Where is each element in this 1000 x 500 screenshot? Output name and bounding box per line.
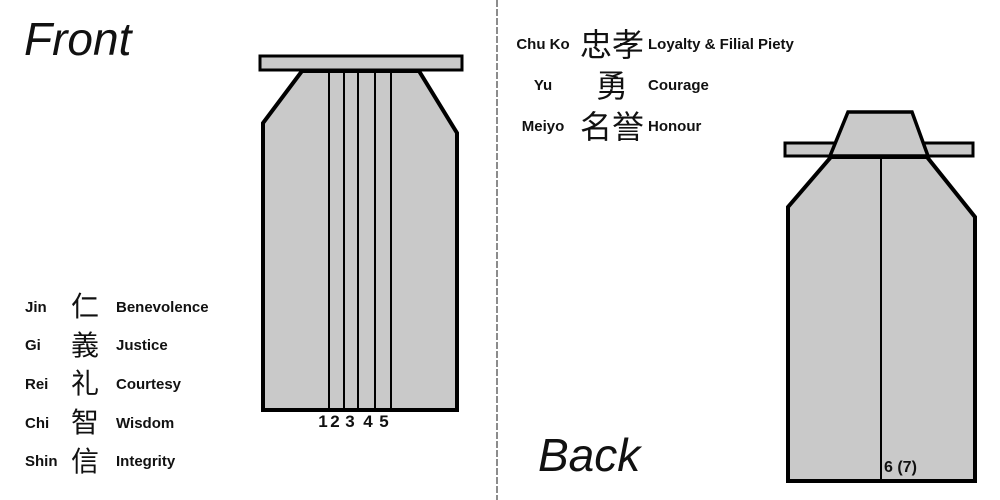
virtue-kanji: 忠孝 [579,26,644,63]
virtue-romaji: Gi [25,337,41,355]
virtue-meaning: Honour [648,118,702,135]
pleat-number-3: 3 [345,412,355,431]
front-virtue-list: Jin 仁 Benevolence Gi 義 Justice Rei 礼 Cou… [25,288,265,481]
virtue-kanji: 名誉 [579,108,644,145]
virtue-row-yu: Yu 勇 Courage [508,65,818,106]
back-pleat-label: 6 (7) [884,459,917,476]
virtue-kanji: 仁 [70,291,99,323]
virtue-row-meiyo: Meiyo 名誉 Honour [508,106,818,147]
hakama-front-drawing [258,54,464,412]
front-title: Front [24,13,132,65]
virtue-row-rei: Rei 礼 Courtesy [25,365,265,404]
virtue-kanji: 信 [70,445,99,477]
virtue-romaji: Meiyo [521,118,565,135]
pleat-number-1: 1 [318,412,328,431]
pleat-number-2: 2 [330,412,340,431]
pleat-number-5: 5 [379,412,389,431]
virtue-romaji: Yu [533,77,553,94]
virtue-row-jin: Jin 仁 Benevolence [25,288,265,327]
back-virtue-list: Chu Ko 忠孝 Loyalty & Filial Piety Yu 勇 Co… [508,24,818,147]
virtue-meaning: Justice [116,337,168,355]
virtue-meaning: Courtesy [116,375,182,393]
hakama-back-drawing [783,110,977,483]
virtue-kanji: 礼 [70,368,99,400]
virtue-meaning: Wisdom [116,414,175,432]
front-waistband [258,54,464,72]
virtue-meaning: Benevolence [116,298,209,316]
virtue-meaning: Courage [648,77,709,94]
virtue-meaning: Loyalty & Filial Piety [648,36,794,53]
virtue-romaji: Jin [25,298,47,316]
front-body-shape [261,69,459,412]
virtue-row-chuko: Chu Ko 忠孝 Loyalty & Filial Piety [508,24,818,65]
virtue-romaji: Chu Ko [516,36,570,53]
center-dashed-divider [496,0,498,500]
virtue-row-chi: Chi 智 Wisdom [25,404,265,443]
virtue-romaji: Rei [25,375,49,393]
back-title: Back [538,429,641,481]
virtue-romaji: Shin [25,453,58,471]
virtue-romaji: Chi [25,414,50,432]
virtue-kanji: 義 [70,329,99,361]
pleat-number-4: 4 [363,412,373,431]
virtue-kanji: 智 [70,407,99,439]
virtue-row-shin: Shin 信 Integrity [25,442,265,481]
virtue-meaning: Integrity [116,453,176,471]
back-koshiita-plate [827,110,931,158]
virtue-kanji: 勇 [595,67,628,104]
virtue-row-gi: Gi 義 Justice [25,327,265,366]
